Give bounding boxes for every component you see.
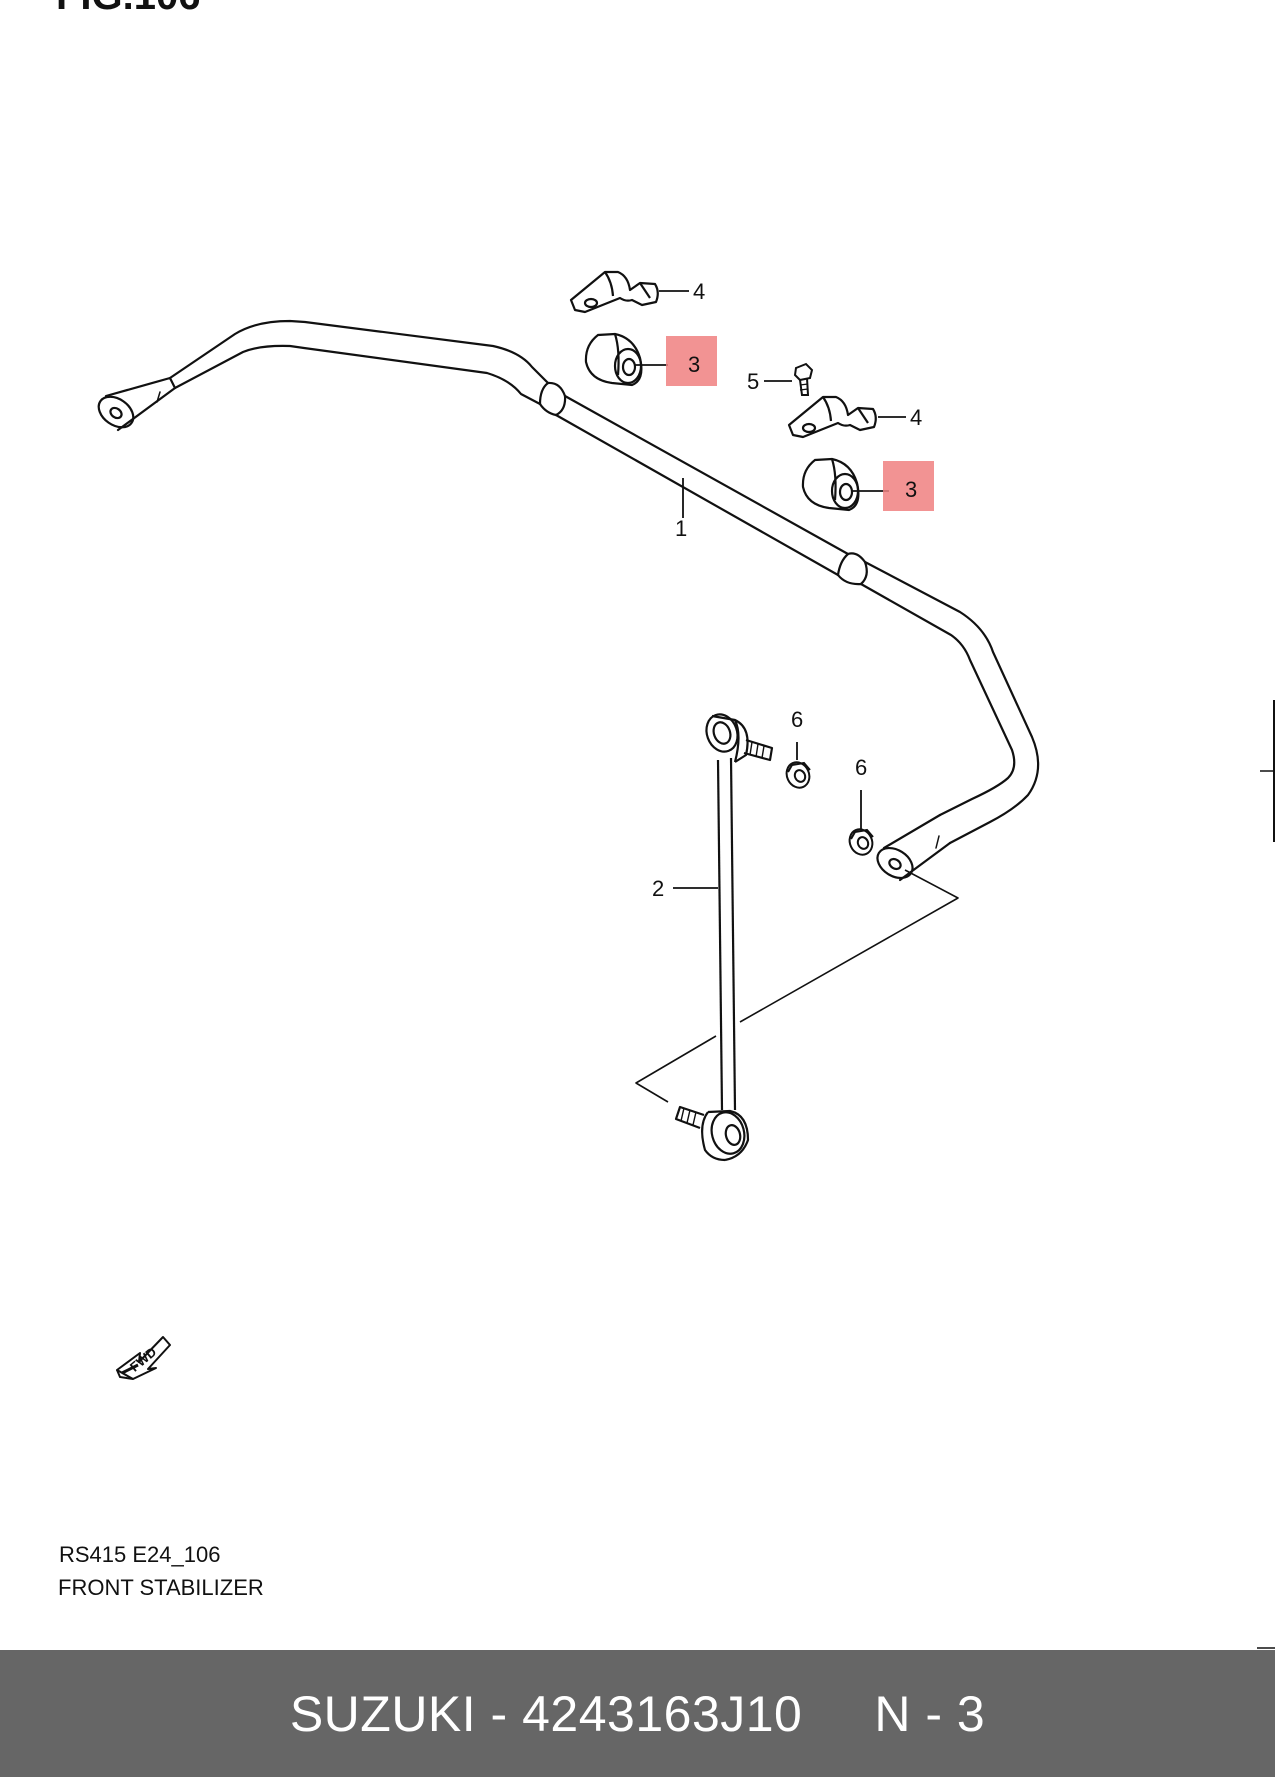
highlight-box-upper xyxy=(666,336,717,386)
callout-5: 5 xyxy=(747,369,759,394)
bolt xyxy=(793,362,814,396)
diagram-name: FRONT STABILIZER xyxy=(58,1575,264,1600)
stabilizer-link xyxy=(635,713,959,1162)
nut-upper xyxy=(785,761,811,789)
footer-part-number: SUZUKI - 4243163J10 N - 3 xyxy=(289,1685,986,1742)
highlight-box-lower xyxy=(883,461,934,511)
bracket-lower xyxy=(787,395,877,439)
callout-1: 1 xyxy=(675,516,687,541)
diagram-area: FIG.106 xyxy=(56,0,1275,1649)
callout-4-upper: 4 xyxy=(693,279,705,304)
bushing-upper xyxy=(584,332,643,387)
callout-3-lower[interactable]: 3 xyxy=(905,477,917,502)
callout-6-upper: 6 xyxy=(791,707,803,732)
callout-2: 2 xyxy=(652,876,664,901)
stabilizer-diagram: 1 2 3 3 4 4 5 6 6 FWD xyxy=(97,270,1040,1380)
right-edge-marks xyxy=(1257,700,1275,1649)
diagram-code: RS415 E24_106 xyxy=(59,1542,221,1567)
bracket-upper xyxy=(569,270,659,314)
callout-3-upper[interactable]: 3 xyxy=(688,352,700,377)
figure-title: FIG.106 xyxy=(56,0,201,16)
stabilizer-bar xyxy=(97,319,1040,882)
fwd-arrow-icon: FWD xyxy=(116,1336,171,1380)
callout-4-lower: 4 xyxy=(910,405,922,430)
bushing-lower xyxy=(801,457,860,512)
footer-bar: SUZUKI - 4243163J10 N - 3 xyxy=(0,1650,1275,1777)
leader-lines xyxy=(635,290,906,889)
nut-lower xyxy=(848,828,874,856)
callout-6-lower: 6 xyxy=(855,755,867,780)
